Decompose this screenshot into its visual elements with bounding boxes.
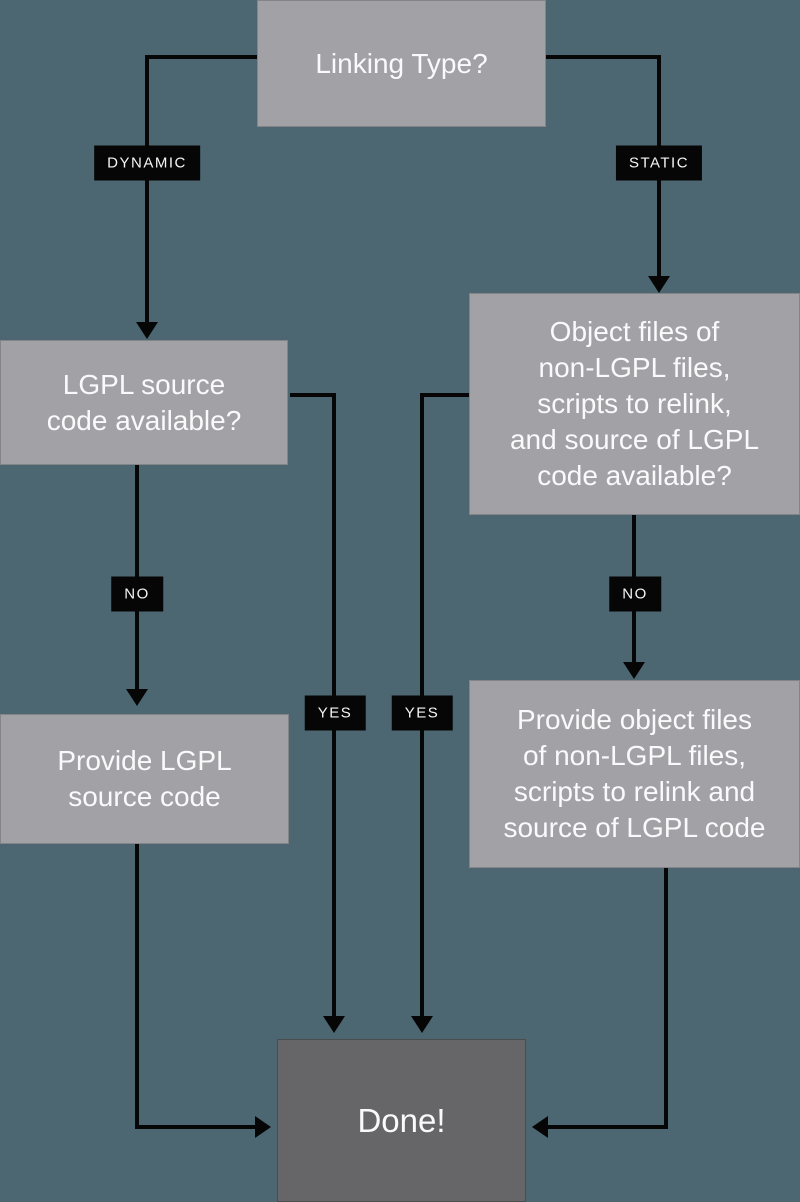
arrowhead-down-icon bbox=[411, 1016, 433, 1033]
node-done: Done! bbox=[277, 1039, 526, 1202]
connector-dynamic-branch bbox=[145, 55, 257, 322]
node-provide-lgpl-source: Provide LGPL source code bbox=[0, 714, 289, 844]
node-linking-type: Linking Type? bbox=[257, 0, 546, 127]
connector-provide-object-to-done bbox=[548, 868, 668, 1129]
connector-provide-lgpl-to-done bbox=[135, 844, 255, 1129]
edge-label-static: STATIC bbox=[615, 145, 703, 181]
connector-static-branch bbox=[546, 55, 661, 276]
arrowhead-down-icon bbox=[623, 662, 645, 679]
node-provide-object-files: Provide object files of non-LGPL files, … bbox=[469, 680, 800, 868]
arrowhead-down-icon bbox=[136, 322, 158, 339]
node-lgpl-source-available: LGPL source code available? bbox=[0, 340, 288, 465]
connector-yes-left bbox=[290, 393, 336, 1016]
arrowhead-down-icon bbox=[648, 276, 670, 293]
arrowhead-right-icon bbox=[255, 1116, 271, 1138]
arrowhead-down-icon bbox=[126, 689, 148, 706]
edge-label-yes-left: YES bbox=[304, 695, 366, 731]
edge-label-dynamic: DYNAMIC bbox=[94, 145, 200, 181]
edge-label-yes-right: YES bbox=[391, 695, 453, 731]
connector-yes-right bbox=[420, 393, 469, 1016]
edge-label-no-right: NO bbox=[609, 576, 661, 612]
arrowhead-left-icon bbox=[532, 1116, 548, 1138]
edge-label-no-left: NO bbox=[111, 576, 163, 612]
node-object-files-available: Object files of non-LGPL files, scripts … bbox=[469, 293, 800, 515]
arrowhead-down-icon bbox=[323, 1016, 345, 1033]
